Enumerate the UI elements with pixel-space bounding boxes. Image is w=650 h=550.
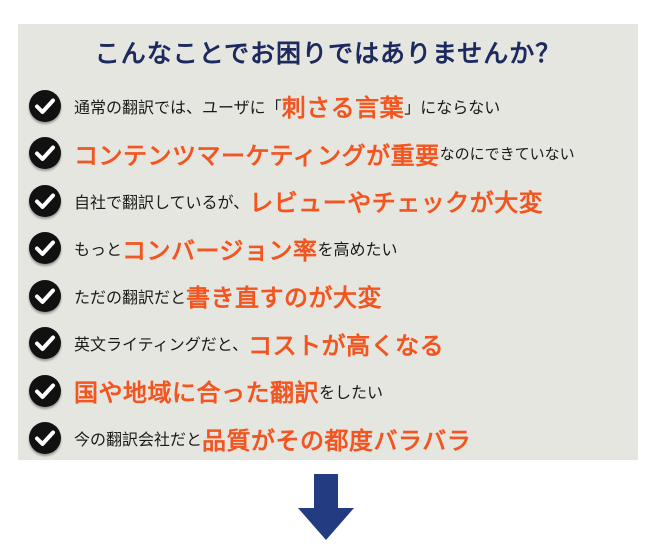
item-text: 通常の翻訳では、ユーザに「 bbox=[74, 97, 282, 117]
item-text: ただの翻訳だと bbox=[74, 287, 187, 307]
item-text: 今の翻訳会社だと bbox=[74, 430, 203, 450]
item-highlight: レビューやチェックが大変 bbox=[249, 189, 544, 218]
list-item: 今の翻訳会社だと品質がその都度バラバラ bbox=[28, 415, 636, 463]
item-highlight: 品質がその都度バラバラ bbox=[202, 426, 472, 455]
check-circle-icon bbox=[29, 422, 61, 455]
check-circle-icon bbox=[29, 137, 61, 170]
item-text: 自社で翻訳しているが、 bbox=[74, 192, 250, 212]
list-item: ただの翻訳だと書き直すのが大変 bbox=[28, 272, 636, 320]
item-highlight: コンテンツマーケティングが重要 bbox=[74, 141, 440, 170]
item-highlight: コンバージョン率 bbox=[122, 236, 318, 265]
item-highlight: 刺さる言葉 bbox=[281, 94, 405, 123]
check-circle-icon bbox=[29, 374, 61, 407]
check-circle-icon bbox=[29, 279, 61, 312]
check-circle-icon bbox=[29, 232, 61, 265]
item-text: 英文ライティングだと、 bbox=[74, 335, 249, 355]
item-highlight: 国や地域に合った翻訳 bbox=[74, 379, 319, 408]
panel-title: こんなことでお困りではありませんか？ bbox=[94, 39, 562, 68]
list-item: もっとコンバージョン率を高めたい bbox=[28, 225, 636, 273]
item-text: もっと bbox=[74, 240, 123, 260]
list-item: 英文ライティングだと、コストが高くなる bbox=[28, 320, 636, 368]
item-text: をしたい bbox=[319, 382, 384, 402]
item-text: を高めたい bbox=[317, 240, 398, 260]
list-item: 通常の翻訳では、ユーザに「刺さる言葉」にならない bbox=[28, 82, 636, 130]
list-item: 自社で翻訳しているが、レビューやチェックが大変 bbox=[28, 177, 636, 225]
problems-list: 通常の翻訳では、ユーザに「刺さる言葉」にならない コンテンツマーケティングが重要… bbox=[28, 82, 636, 462]
item-highlight: 書き直すのが大変 bbox=[186, 284, 383, 313]
check-circle-icon bbox=[29, 184, 61, 217]
item-highlight: コストが高くなる bbox=[248, 331, 445, 360]
list-item: 国や地域に合った翻訳をしたい bbox=[28, 367, 636, 415]
problems-panel: こんなことでお困りではありませんか？ 通常の翻訳では、ユーザに「刺さる言葉」にな… bbox=[18, 24, 638, 460]
list-item: コンテンツマーケティングが重要なのにできていない bbox=[28, 130, 636, 178]
item-text: なのにできていない bbox=[439, 144, 575, 163]
check-circle-icon bbox=[29, 89, 61, 122]
check-circle-icon bbox=[29, 327, 61, 360]
item-text: 」にならない bbox=[404, 97, 501, 117]
down-arrow-icon bbox=[298, 474, 354, 540]
